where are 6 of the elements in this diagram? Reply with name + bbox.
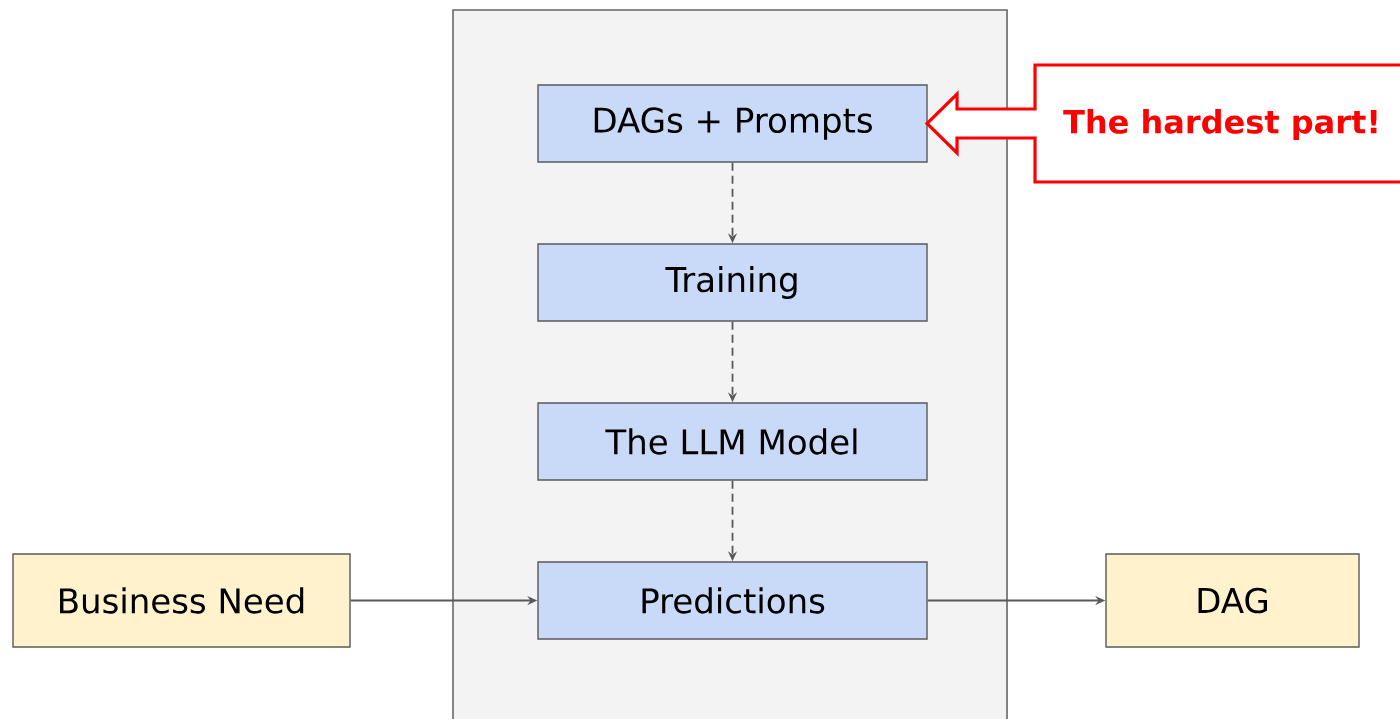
process-box: Business Need — [12, 553, 351, 648]
process-box: Training — [537, 243, 928, 322]
process-box: Predictions — [537, 561, 928, 640]
process-box: DAG — [1105, 553, 1360, 648]
process-box: DAGs + Prompts — [537, 84, 928, 163]
process-box: The LLM Model — [537, 402, 928, 481]
